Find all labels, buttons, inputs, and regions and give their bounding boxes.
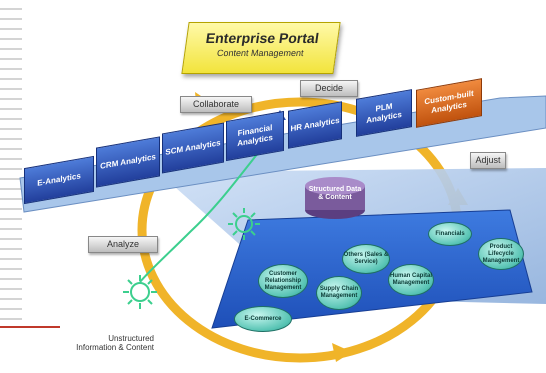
connector-sun-lower <box>123 275 157 309</box>
analyze-tag: Analyze <box>88 236 158 253</box>
connector-sun-upper <box>228 208 260 240</box>
adjust-tag: Adjust <box>470 152 506 169</box>
data-store-top <box>305 177 365 195</box>
slide-accent-line <box>0 326 60 328</box>
module-scm: Supply Chain Management <box>316 276 362 310</box>
module-plm: Product Lifecycle Management <box>478 238 524 270</box>
collaborate-tag: Collaborate <box>180 96 252 113</box>
portal-subtitle: Content Management <box>216 48 305 58</box>
module-hcm: Human Capital Management <box>388 264 434 296</box>
cycle-arrowhead-bottom <box>332 343 352 362</box>
data-store-label: Structured Data & Content <box>308 186 362 201</box>
connector-line <box>139 147 263 283</box>
module-others: Others (Sales & Service) <box>342 244 390 274</box>
portal-title: Enterprise Portal <box>204 30 320 46</box>
module-financials: Financials <box>428 222 472 246</box>
slide-stripe-decoration <box>0 0 22 322</box>
decide-tag: Decide <box>300 80 358 97</box>
module-e-commerce: E-Commerce <box>234 306 292 332</box>
module-crm: Customer Relationship Management <box>258 264 308 298</box>
enterprise-portal-box: Enterprise Portal Content Management <box>181 22 341 74</box>
unstructured-info-label: Unstructured Information & Content <box>76 334 154 352</box>
